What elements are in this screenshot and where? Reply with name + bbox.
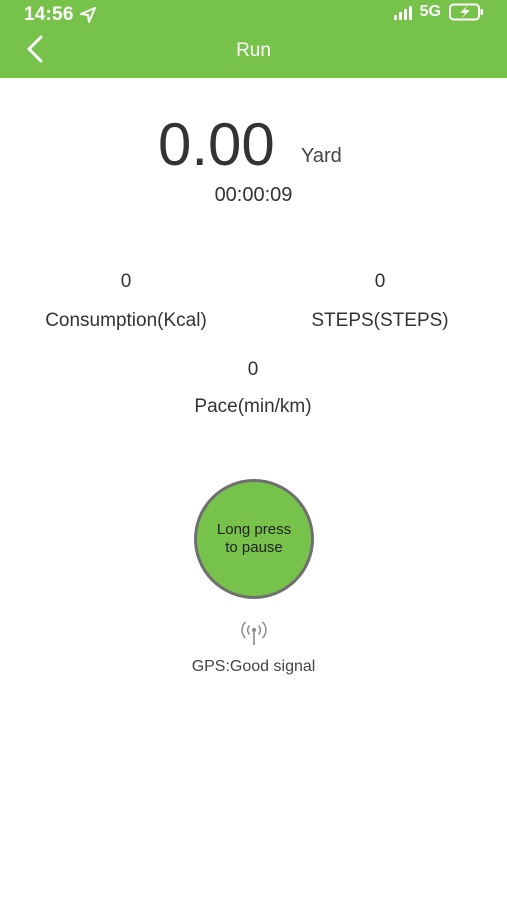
steps-value: 0	[374, 271, 386, 292]
status-time: 14:56	[24, 4, 74, 25]
pace-value: 0	[247, 359, 259, 380]
page-title: Run	[236, 40, 271, 61]
back-button[interactable]	[18, 32, 52, 66]
chevron-left-icon	[27, 35, 43, 63]
battery-charging-icon	[449, 3, 483, 21]
elapsed-time: 00:00:09	[214, 184, 293, 206]
consumption-value: 0	[120, 271, 132, 292]
steps-label: STEPS(STEPS)	[311, 310, 449, 331]
status-indicators: 5G	[393, 3, 485, 21]
gps-status: GPS:Good signal	[191, 658, 316, 675]
pace-label: Pace(min/km)	[194, 396, 312, 417]
pause-button-label: Long press to pause	[216, 521, 292, 556]
distance-unit: Yard	[301, 145, 342, 167]
consumption-label: Consumption(Kcal)	[45, 310, 207, 331]
top-bar: 14:56 5G Run	[0, 0, 507, 78]
gps-signal-icon	[241, 621, 267, 645]
network-type: 5G	[419, 3, 441, 20]
pause-button[interactable]: Long press to pause	[194, 479, 314, 599]
distance-display: 0.00 Yard	[0, 110, 507, 180]
status-time-group: 14:56	[24, 4, 96, 26]
location-arrow-icon	[79, 7, 96, 23]
distance-value: 0.00	[158, 111, 275, 178]
cellular-signal-icon	[393, 5, 412, 20]
